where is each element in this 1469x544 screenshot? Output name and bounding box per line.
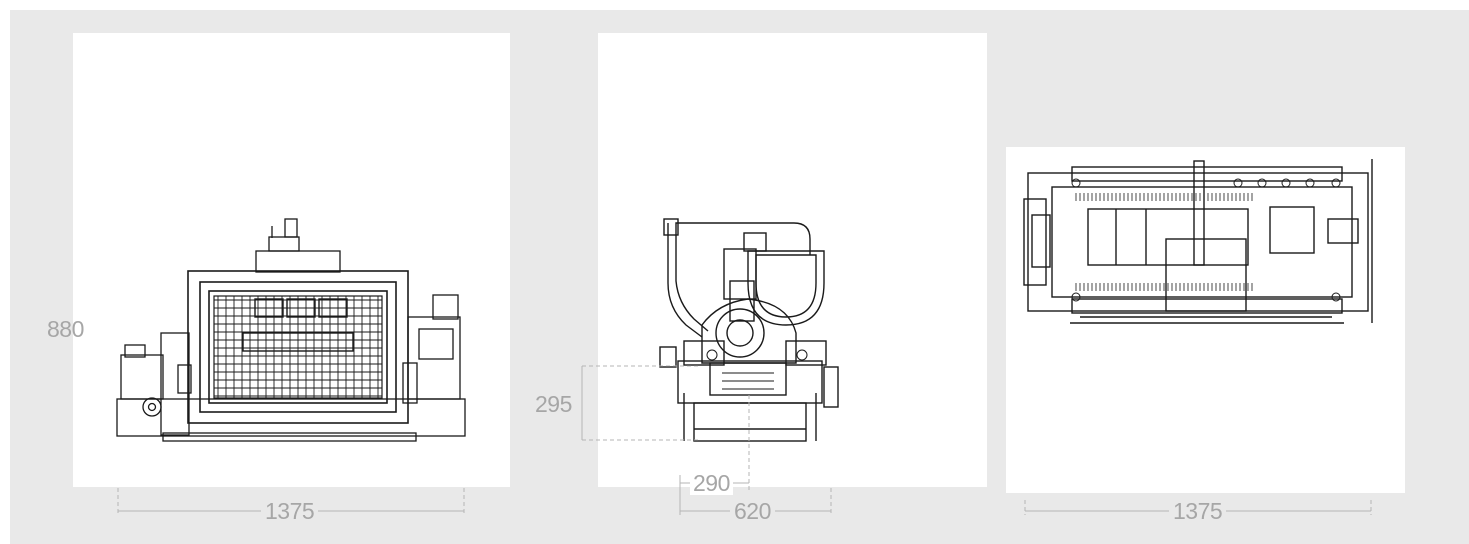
side-width-dimension: 620 — [730, 500, 775, 523]
side-view-drawing — [659, 218, 839, 442]
side-offset-dimension: 290 — [690, 472, 733, 495]
front-view-drawing — [116, 218, 466, 442]
front-view-panel — [73, 33, 510, 487]
side-height-dimension: 295 — [535, 391, 572, 417]
front-height-dimension: 880 — [47, 316, 84, 342]
top-length-dimension: 1375 — [1169, 500, 1227, 523]
side-view-panel — [598, 33, 987, 487]
top-view-panel — [1006, 147, 1405, 493]
top-view-drawing — [1023, 159, 1373, 324]
front-width-dimension: 1375 — [261, 500, 319, 523]
